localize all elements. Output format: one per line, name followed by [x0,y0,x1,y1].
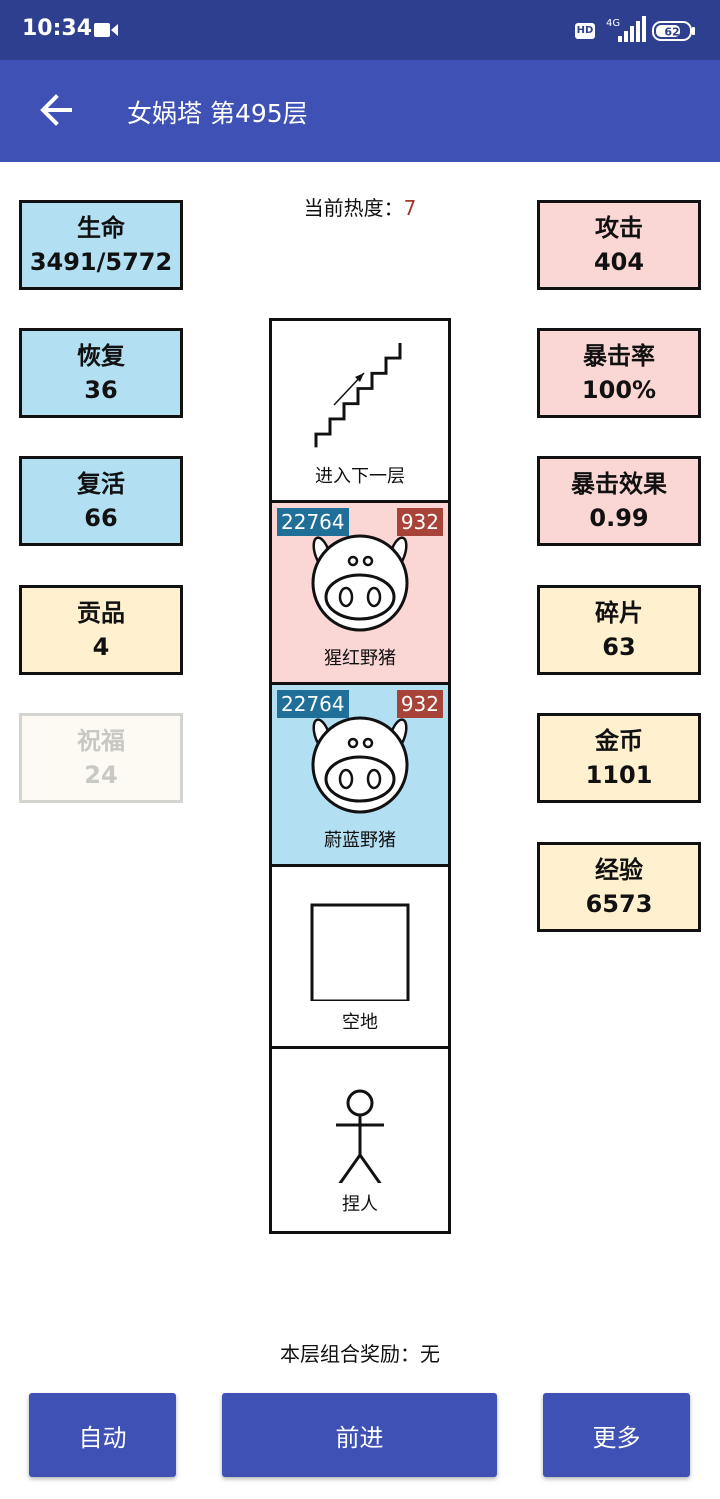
stat-label: 经验 [595,856,643,884]
pig-icon [311,716,409,814]
hd-icon: HD [575,23,595,39]
stat-value: 100% [581,376,657,404]
forward-button[interactable]: 前进 [222,1393,497,1477]
stat-value: 6573 [585,890,653,918]
cell-label: 空地 [342,1012,378,1033]
stat-value: 1101 [585,761,653,789]
cell-label: 猩红野猪 [324,648,396,669]
stat-label: 暴击效果 [571,470,667,498]
combo-reward: 本层组合奖励：无 [0,1338,720,1367]
tower: 进入下一层 22764 932 猩红野猪 22764 932 [269,318,451,1234]
tower-cell-empty[interactable]: 空地 [272,867,448,1049]
battery-icon: 62 [652,21,695,41]
app-bar: 女娲塔 第495层 [0,60,720,162]
cell-label: 蔚蓝野猪 [324,830,396,851]
stat-experience: 经验 6573 [537,842,701,932]
stat-value: 404 [593,248,645,276]
stat-label: 碎片 [595,599,643,627]
status-time: 10:34 [22,16,93,41]
status-bar: 10:34 HD 4G 62 [0,0,720,60]
stat-value: 66 [84,504,118,532]
stat-value: 4 [92,633,110,661]
stat-life: 生命 3491/5772 [19,200,183,290]
network-label: 4G [606,18,620,29]
empty-square-icon [310,903,410,1001]
stat-revive: 复活 66 [19,456,183,546]
page-title: 女娲塔 第495层 [127,99,308,128]
combo-label: 本层组合奖励： [280,1342,420,1366]
auto-button[interactable]: 自动 [29,1393,176,1477]
stick-figure-icon [336,1089,384,1183]
tower-cell-character[interactable]: 捏人 [272,1049,448,1228]
stat-gold: 金币 1101 [537,713,701,803]
stat-crit-effect: 暴击效果 0.99 [537,456,701,546]
stat-label: 生命 [77,214,125,242]
stat-value: 63 [602,633,636,661]
attack-badge: 932 [396,508,443,536]
stat-label: 攻击 [595,214,643,242]
tower-cell-azure-boar[interactable]: 22764 932 蔚蓝野猪 [272,685,448,867]
stat-value: 3491/5772 [29,248,173,276]
hp-badge: 22764 [277,508,349,536]
hp-badge: 22764 [277,690,349,718]
stat-value: 36 [84,376,118,404]
stat-blessing: 祝福 24 [19,713,183,803]
battery-level: 62 [664,26,679,39]
stat-label: 祝福 [77,727,125,755]
stat-attack: 攻击 404 [537,200,701,290]
signal-icon: 4G [606,16,646,42]
stat-value: 0.99 [589,504,649,532]
tower-cell-stairs[interactable]: 进入下一层 [272,321,448,503]
heat-indicator: 当前热度：7 [0,192,720,221]
more-button[interactable]: 更多 [543,1393,690,1477]
pig-icon [311,534,409,632]
stat-value: 24 [84,761,118,789]
tower-cell-crimson-boar[interactable]: 22764 932 猩红野猪 [272,503,448,685]
stairs-icon [314,343,402,448]
stat-tribute: 贡品 4 [19,585,183,675]
cell-label: 捏人 [342,1194,378,1215]
heat-value: 7 [403,196,417,220]
heat-label: 当前热度： [303,196,404,220]
video-camera-icon [94,23,118,37]
stat-crit-rate: 暴击率 100% [537,328,701,418]
stat-recovery: 恢复 36 [19,328,183,418]
stat-label: 金币 [595,727,643,755]
arrow-left-icon[interactable] [36,90,76,130]
attack-badge: 932 [396,690,443,718]
cell-label: 进入下一层 [315,466,405,487]
stat-label: 复活 [77,470,125,498]
stat-fragments: 碎片 63 [537,585,701,675]
stat-label: 暴击率 [583,342,655,370]
stat-label: 贡品 [77,599,125,627]
stat-label: 恢复 [77,342,125,370]
combo-value: 无 [420,1342,440,1366]
